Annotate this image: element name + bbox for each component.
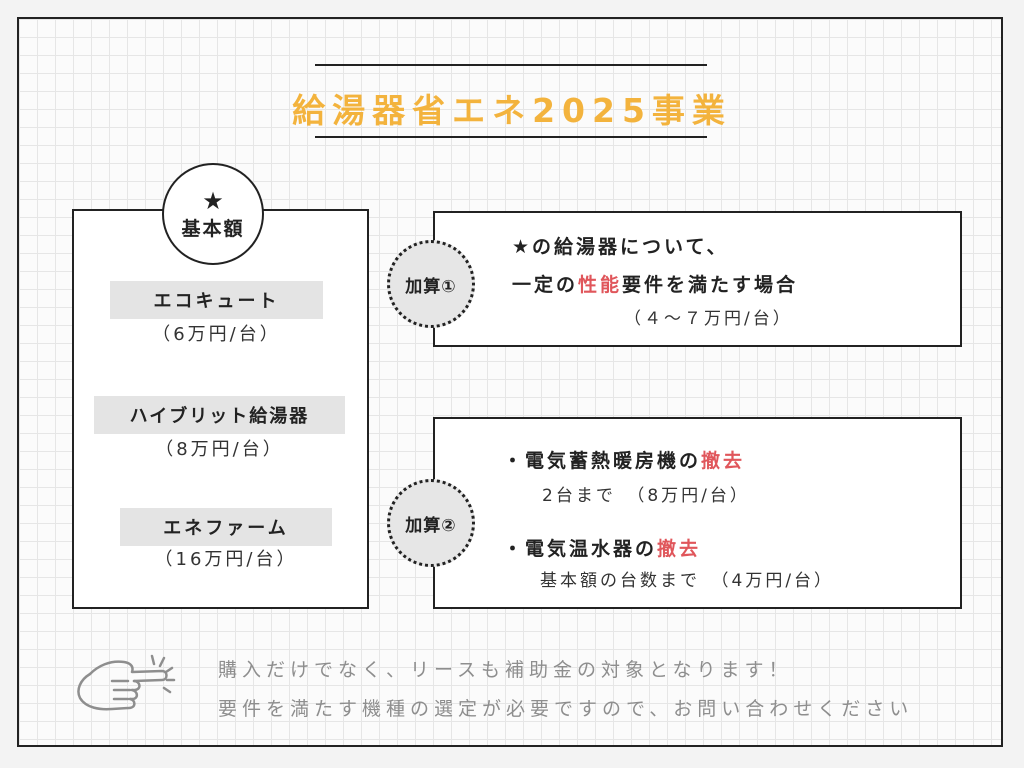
addition1-panel (433, 211, 962, 347)
addition2-item1: ・電気蓄熱暖房機の撤去 (503, 450, 746, 472)
item-price-ecocute: （6万円/台） (152, 324, 281, 345)
addition1-line1: ★の給湯器について、 (512, 236, 729, 258)
star-icon: ★ (202, 186, 224, 215)
title-rule-top (315, 64, 707, 66)
item-price-enefarm: （16万円/台） (154, 549, 298, 570)
base-amount-label: 基本額 (181, 217, 245, 240)
item-label-ecocute: エコキュート (110, 281, 323, 319)
page-title: 給湯器省エネ2025事業 (292, 91, 732, 130)
footer-line2: 要件を満たす機種の選定が必要ですので、お問い合わせください (218, 698, 914, 720)
addition2-panel (433, 417, 962, 609)
item-label-enefarm: エネファーム (120, 508, 332, 546)
highlight-removal-2: 撤去 (657, 538, 702, 560)
addition1-line2: 一定の性能要件を満たす場合 (512, 274, 799, 296)
footer-line1: 購入だけでなく、リースも補助金の対象となります！ (218, 659, 793, 681)
base-amount-badge: ★ 基本額 (162, 163, 264, 265)
addition2-item2-detail: 基本額の台数まで （4万円/台） (540, 571, 835, 591)
addition2-badge-label: 加算② (405, 515, 457, 536)
addition1-badge: 加算① (387, 240, 475, 328)
highlight-performance: 性能 (578, 274, 623, 296)
flyer-frame (17, 17, 1003, 747)
pointing-hand-icon (72, 652, 192, 732)
addition1-amount: （４～７万円/台） (624, 309, 793, 329)
addition2-badge: 加算② (387, 479, 475, 567)
addition1-badge-label: 加算① (405, 276, 457, 297)
addition2-item2: ・電気温水器の撤去 (503, 538, 702, 560)
item-label-hybrid: ハイブリット給湯器 (94, 396, 345, 434)
addition2-item1-detail: 2台まで （8万円/台） (542, 486, 750, 506)
highlight-removal-1: 撤去 (701, 450, 746, 472)
item-price-hybrid: （8万円/台） (155, 439, 284, 460)
title-rule-bottom (315, 136, 707, 138)
